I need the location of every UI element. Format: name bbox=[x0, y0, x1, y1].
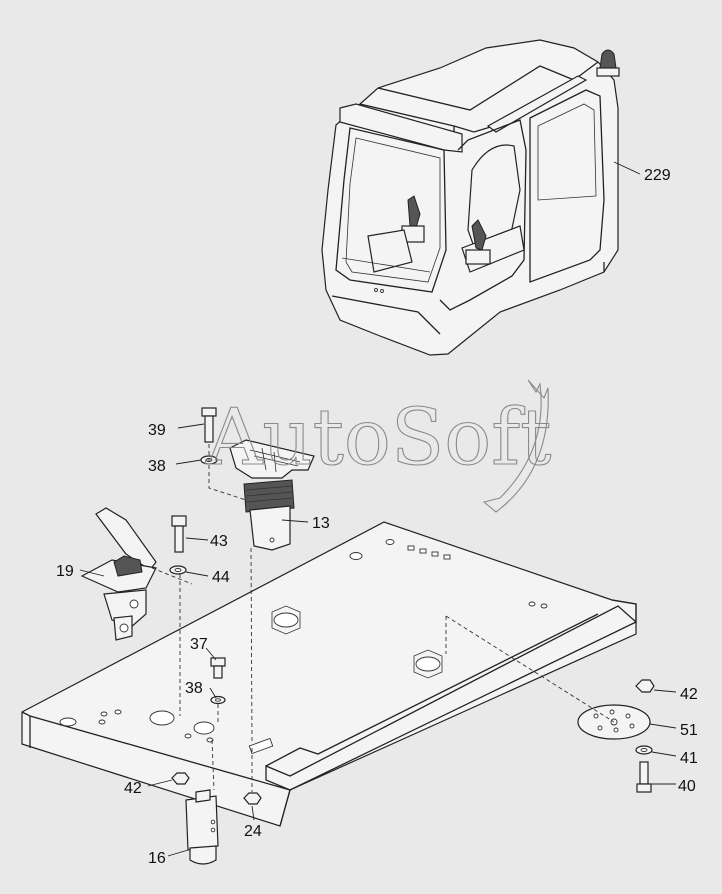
callout-42-bottom: 42 bbox=[124, 780, 142, 797]
callout-labels: 229 39 38 13 43 19 44 37 38 42 51 41 40 … bbox=[56, 167, 698, 867]
callout-24: 24 bbox=[244, 823, 262, 840]
operator-cab bbox=[321, 39, 620, 356]
callout-51: 51 bbox=[680, 722, 698, 739]
callout-43: 43 bbox=[210, 533, 228, 550]
callout-229: 229 bbox=[644, 167, 671, 184]
callout-40: 40 bbox=[678, 778, 696, 795]
callout-19: 19 bbox=[56, 563, 74, 580]
pedal-valve bbox=[229, 439, 315, 551]
hardware bbox=[169, 407, 655, 865]
callout-13: 13 bbox=[312, 515, 330, 532]
floor-plate bbox=[21, 521, 637, 827]
callout-16: 16 bbox=[148, 850, 166, 867]
assembly-lines bbox=[151, 444, 615, 792]
callout-41: 41 bbox=[680, 750, 698, 767]
callout-38-top: 38 bbox=[148, 458, 166, 475]
callout-39: 39 bbox=[148, 422, 166, 439]
callout-44: 44 bbox=[212, 569, 230, 586]
callout-38-mid: 38 bbox=[185, 680, 203, 697]
pilot-valve bbox=[80, 507, 157, 641]
callout-37: 37 bbox=[190, 636, 208, 653]
watermark-text: AutoSoft bbox=[205, 393, 551, 483]
callout-42-right: 42 bbox=[680, 686, 698, 703]
watermark-swoosh bbox=[482, 379, 549, 513]
leader-lines bbox=[79, 161, 677, 857]
